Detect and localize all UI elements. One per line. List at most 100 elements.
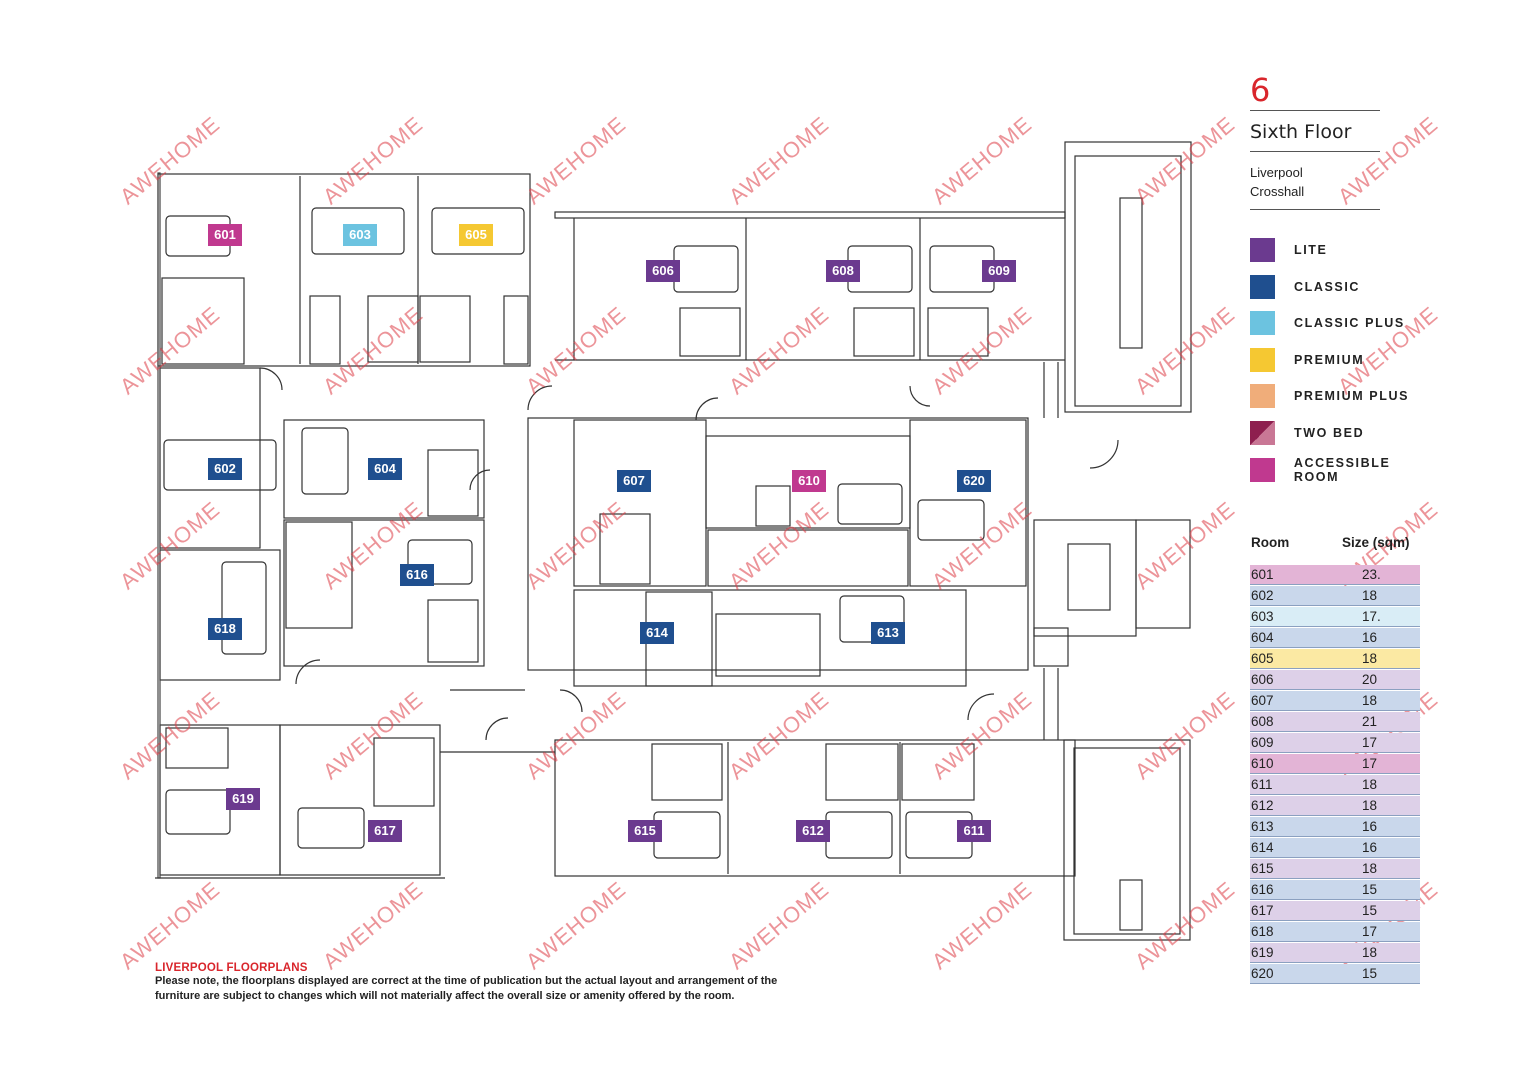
divider — [1250, 209, 1380, 210]
room-size: 21 — [1362, 714, 1378, 729]
room-label-604: 604 — [368, 458, 402, 480]
table-row: 613 16 — [1250, 817, 1420, 837]
table-row: 608 21 — [1250, 712, 1420, 732]
north-west-block — [157, 173, 531, 367]
room-number: 607 — [1251, 693, 1274, 708]
room-label-615: 615 — [628, 820, 662, 842]
floor-info-panel: 6 Sixth Floor Liverpool Crosshall LITE CL… — [1250, 70, 1440, 494]
room-size: 18 — [1362, 588, 1378, 603]
table-row: 601 23. — [1250, 565, 1420, 585]
room-number: 615 — [1251, 861, 1274, 876]
room-size: 20 — [1362, 672, 1378, 687]
table-row: 620 15 — [1250, 964, 1420, 984]
legend-item: TWO BED — [1250, 420, 1440, 445]
room-size: 16 — [1362, 630, 1378, 645]
room-number: 614 — [1251, 840, 1274, 855]
legend-label: CLASSIC PLUS — [1294, 316, 1405, 331]
building-name-line2: Crosshall — [1250, 184, 1305, 199]
room-label-608: 608 — [826, 260, 860, 282]
room-number: 620 — [1251, 966, 1274, 981]
room-label-611: 611 — [957, 820, 991, 842]
building-name: Liverpool Crosshall — [1250, 163, 1440, 201]
legend-label: PREMIUM PLUS — [1294, 389, 1410, 404]
room-number: 616 — [1251, 882, 1274, 897]
room-label-610: 610 — [792, 470, 826, 492]
room-number: 613 — [1251, 819, 1274, 834]
room-label-619: 619 — [226, 788, 260, 810]
room-size: 17 — [1362, 735, 1378, 750]
legend-label: CLASSIC — [1294, 279, 1361, 294]
room-label-605: 605 — [459, 224, 493, 246]
legend-item: ACCESSIBLE ROOM — [1250, 455, 1440, 484]
room-size: 15 — [1362, 882, 1378, 897]
room-size: 17 — [1362, 924, 1378, 939]
room-label-607: 607 — [617, 470, 651, 492]
legend-label: LITE — [1294, 243, 1328, 257]
room-number: 609 — [1251, 735, 1274, 750]
building-name-line1: Liverpool — [1250, 165, 1303, 180]
room-label-614: 614 — [640, 622, 674, 644]
room-size: 16 — [1362, 819, 1378, 834]
table-row: 618 17 — [1250, 922, 1420, 942]
room-label-617: 617 — [368, 820, 402, 842]
room-size: 17 — [1362, 756, 1378, 771]
room-number: 606 — [1251, 672, 1274, 687]
table-row: 609 17 — [1250, 733, 1420, 753]
legend-swatch — [1250, 457, 1275, 482]
room-type-legend: LITE CLASSIC CLASSIC PLUS PREMIUM PREMIUM PL… — [1250, 238, 1440, 484]
room-label-613: 613 — [871, 622, 905, 644]
note-title: LIVERPOOL FLOORPLANS — [155, 962, 308, 974]
note-text: Please note, the floorplans displayed ar… — [155, 975, 778, 1002]
legend-item: PREMIUM — [1250, 347, 1440, 372]
room-number: 603 — [1251, 609, 1274, 624]
legend-swatch — [1250, 420, 1275, 445]
legend-swatch — [1250, 238, 1275, 262]
room-number: 608 — [1251, 714, 1274, 729]
column-header-room: Room — [1251, 535, 1290, 550]
legend-item: LITE — [1250, 238, 1440, 262]
disclaimer-note: LIVERPOOL FLOORPLANS Please note, the fl… — [155, 962, 795, 1004]
room-number: 619 — [1251, 945, 1274, 960]
room-label-620: 620 — [957, 470, 991, 492]
floor-title: Sixth Floor — [1250, 121, 1352, 143]
room-label-606: 606 — [646, 260, 680, 282]
room-label-618: 618 — [208, 618, 242, 640]
legend-item: PREMIUM PLUS — [1250, 384, 1440, 409]
table-row: 616 15 — [1250, 880, 1420, 900]
room-size: 18 — [1362, 693, 1378, 708]
room-number: 602 — [1251, 588, 1274, 603]
room-label-616: 616 — [400, 564, 434, 586]
room-number: 612 — [1251, 798, 1274, 813]
room-number: 611 — [1251, 777, 1273, 792]
room-label-612: 612 — [796, 820, 830, 842]
table-row: 607 18 — [1250, 691, 1420, 711]
floor-number: 6 — [1250, 71, 1271, 109]
room-size: 15 — [1362, 966, 1378, 981]
legend-label: TWO BED — [1294, 425, 1365, 440]
legend-label: PREMIUM — [1294, 352, 1365, 367]
table-row: 602 18 — [1250, 586, 1420, 606]
room-label-603: 603 — [343, 224, 377, 246]
table-row: 619 18 — [1250, 943, 1420, 963]
room-size: 18 — [1362, 945, 1378, 960]
room-number: 617 — [1251, 903, 1274, 918]
room-size: 23. — [1362, 567, 1381, 582]
divider — [1250, 151, 1380, 152]
table-row: 614 16 — [1250, 838, 1420, 858]
legend-swatch — [1250, 347, 1275, 372]
room-number: 618 — [1251, 924, 1274, 939]
legend-label: ACCESSIBLE ROOM — [1293, 455, 1391, 484]
legend-item: CLASSIC PLUS — [1250, 311, 1440, 336]
room-label-609: 609 — [982, 260, 1016, 282]
room-size: 16 — [1362, 840, 1378, 855]
legend-item: CLASSIC — [1250, 274, 1440, 299]
table-row: 606 20 — [1250, 670, 1420, 690]
room-size: 17. — [1362, 609, 1381, 624]
room-label-601: 601 — [208, 224, 242, 246]
room-number: 601 — [1251, 567, 1274, 582]
